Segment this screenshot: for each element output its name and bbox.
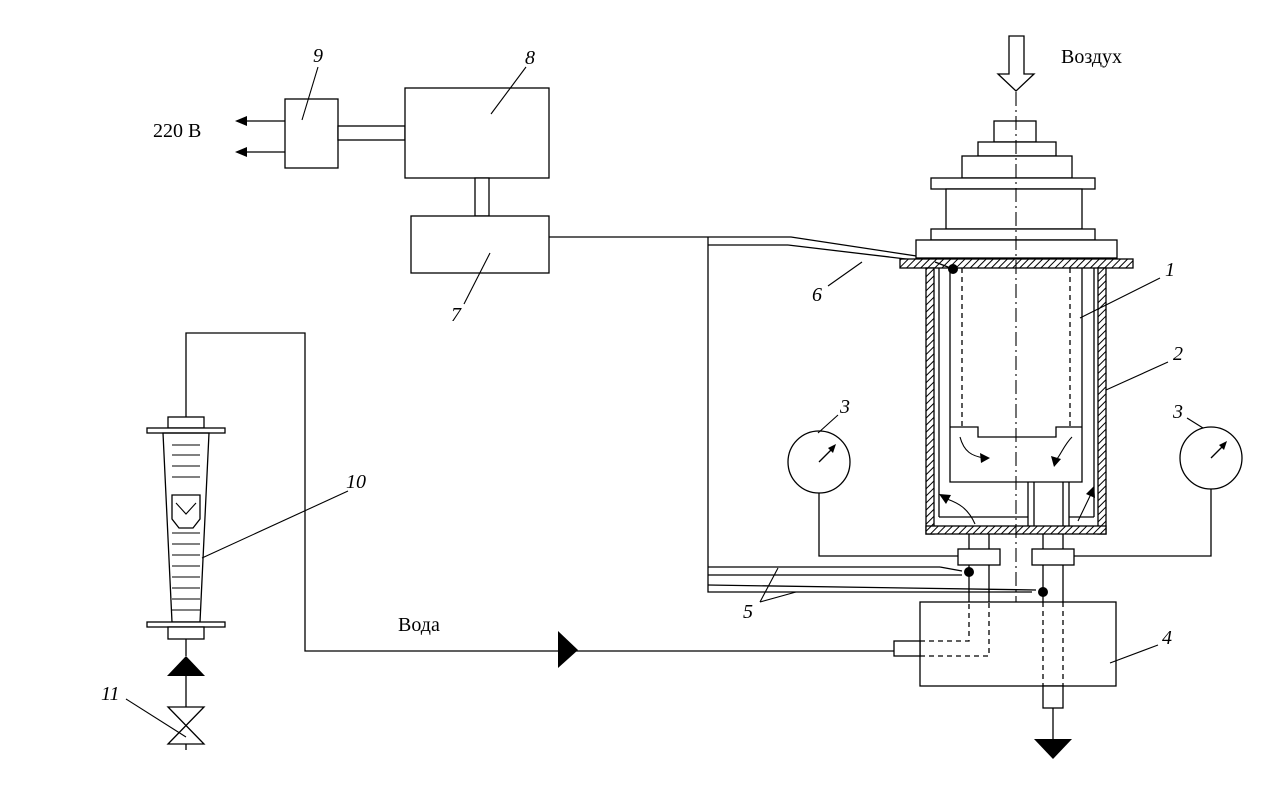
callout-4: 4 [1162,627,1172,649]
inlet-arrow-up [167,656,205,676]
water-line [185,332,894,652]
recorder-block-8 [404,87,550,179]
voltage-label: 220 В [153,120,201,142]
water-label: Вода [398,614,440,636]
power-outputs [235,116,285,157]
sensor-5-point-b [1038,587,1048,597]
callout-1: 1 [1165,259,1175,281]
callout-2: 2 [1173,343,1183,365]
sensor-6-point [948,264,958,274]
measuring-block-7 [410,215,550,274]
callout-3-right: 3 [1172,401,1183,423]
leader-lines [125,66,1204,738]
mixing-block-4 [919,601,1117,687]
inner-chamber-1 [938,268,1095,526]
flow-arrows [939,436,1095,525]
callout-8: 8 [525,47,535,69]
callout-3-left: 3 [839,396,850,418]
callout-11: 11 [101,683,120,705]
power-unit-9 [284,98,339,169]
pressure-gauge-right [1074,426,1243,557]
signal-wires [549,236,1037,593]
air-label: Воздух [1061,46,1122,68]
block-4-inlet [893,640,921,657]
sensor-5-point-a [964,567,974,577]
valve-11 [166,706,206,750]
outer-casing-2 [899,258,1134,535]
callout-5: 5 [743,601,753,623]
callout-6: 6 [812,284,822,306]
callout-7: 7 [451,304,462,326]
lower-fittings [957,534,1075,566]
pressure-gauge-left [787,430,958,557]
bus-9-8 [337,125,406,141]
block-4-dashed-paths [920,602,1064,686]
drain-outlet [1034,685,1072,759]
water-flow-arrow [558,631,578,668]
rotameter-10 [146,416,226,640]
bus-8-7 [474,177,490,217]
callout-10: 10 [346,471,366,493]
callout-9: 9 [313,45,323,67]
air-inlet-arrow [996,35,1036,92]
